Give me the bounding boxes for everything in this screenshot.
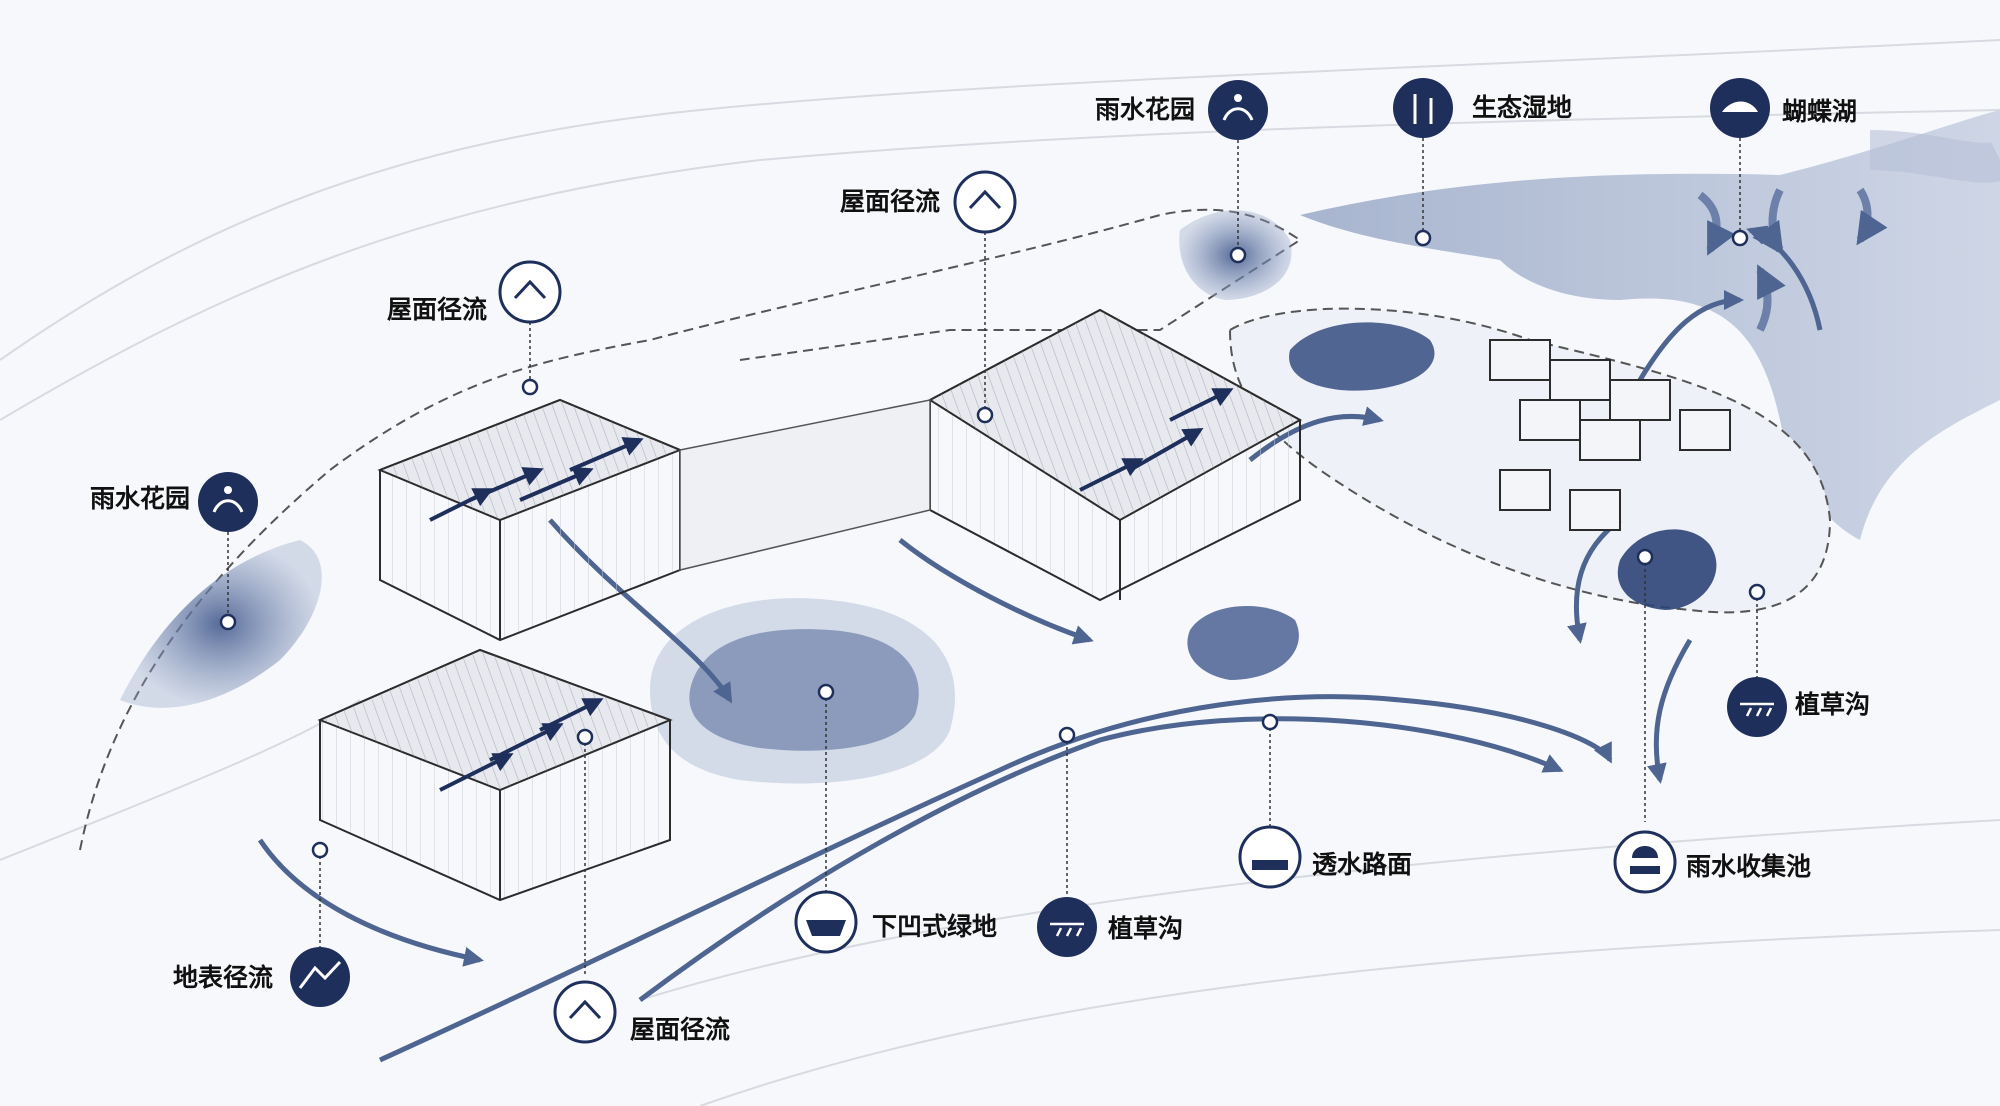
leader-lines <box>227 138 1758 977</box>
callout-pins <box>219 229 1766 859</box>
context-roads <box>0 39 2000 1106</box>
building-a <box>377 398 683 642</box>
callout-label-butterfly-lake: 蝴蝶湖 <box>1782 97 1858 126</box>
surface-runoff-icon <box>290 947 350 1007</box>
building-c <box>928 308 1303 602</box>
flow-channels <box>257 225 1823 1063</box>
building-b <box>317 648 673 902</box>
roof-runoff-icon <box>553 980 617 1044</box>
callout-label-sunken-green: 下凹式绿地 <box>872 912 998 941</box>
callout-label-roof-runoff-north: 屋面径流 <box>840 187 941 216</box>
callout-label-rain-tank: 雨水收集池 <box>1686 852 1812 881</box>
rain-garden-icon <box>198 472 258 532</box>
callout-label-swale-east: 植草沟 <box>1795 690 1871 719</box>
rain-tank-icon <box>1613 830 1677 894</box>
rain-garden-icon <box>1208 80 1268 140</box>
lake-flow-arrows <box>1697 187 1888 332</box>
callout-label-permeable-paving: 透水路面 <box>1312 850 1413 879</box>
callout-label-rain-garden-west: 雨水花园 <box>90 484 191 513</box>
connector-block <box>679 399 931 571</box>
butterfly-lake-water <box>1300 110 2000 540</box>
roof-runoff-icon <box>498 260 562 324</box>
callout-label-rain-garden-north: 雨水花园 <box>1095 95 1196 124</box>
callout-label-surface-runoff: 地表径流 <box>173 963 274 992</box>
callout-label-wetland: 生态湿地 <box>1472 93 1573 122</box>
wetland-icon <box>1393 78 1453 138</box>
lake-icon <box>1710 78 1770 138</box>
swale-icon <box>1037 897 1097 957</box>
wetland-pond <box>1289 322 1435 391</box>
swale-pond <box>1187 606 1299 680</box>
callout-label-swale-south: 植草沟 <box>1108 914 1184 943</box>
callout-label-roof-runoff-west: 屋面径流 <box>387 295 488 324</box>
callout-label-roof-runoff-south: 屋面径流 <box>630 1015 731 1044</box>
swale-icon <box>1727 677 1787 737</box>
roof-runoff-icon <box>953 170 1017 234</box>
sunken-green-icon <box>794 890 858 954</box>
roof-runoff-arrows <box>429 388 1234 792</box>
permeable-paving-icon <box>1238 825 1302 889</box>
east-cluster <box>1489 339 1731 531</box>
